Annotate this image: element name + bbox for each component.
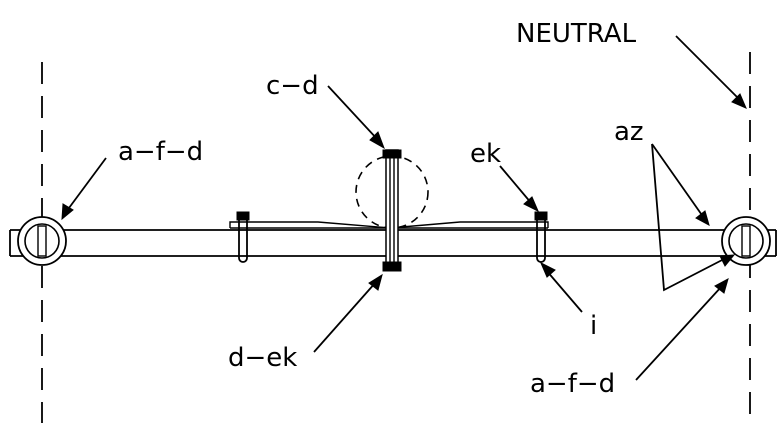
left-bolt <box>236 211 250 263</box>
left-insulator <box>17 216 67 266</box>
leader-lines <box>61 35 747 381</box>
label-d-ek: d−ek <box>228 343 297 373</box>
right-bolt <box>534 211 548 263</box>
center-bolt <box>382 149 402 272</box>
label-a-f-d-right: a−f−d <box>530 369 615 399</box>
label-a-f-d-left: a−f−d <box>118 137 203 167</box>
label-ek: ek <box>470 139 501 169</box>
right-insulator <box>721 216 771 266</box>
label-az: az <box>614 117 644 147</box>
label-neutral: NEUTRAL <box>516 19 637 49</box>
label-c-d: c−d <box>266 71 319 101</box>
label-i: i <box>590 311 597 341</box>
